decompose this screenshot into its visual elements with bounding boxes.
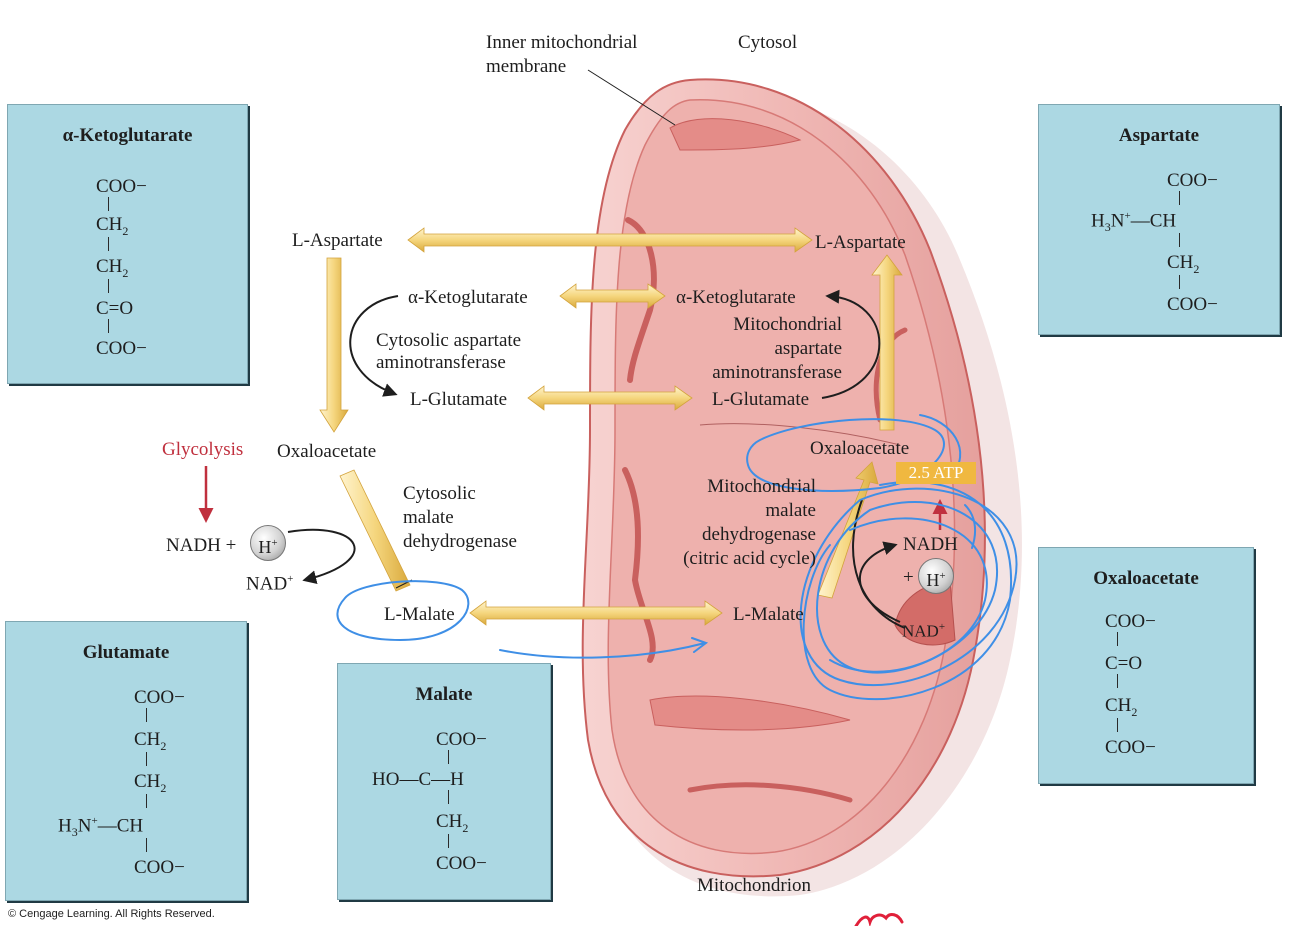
oxaloacetate-row-1: COO− xyxy=(1105,611,1156,632)
malate-row-3: CH2 xyxy=(436,811,469,835)
cyto-ast-enzyme-line2: aminotransferase xyxy=(376,352,506,373)
cyto-malate-label: L-Malate xyxy=(384,604,455,625)
oxaloacetate-structure-box: Oxaloacetate COO− C=O CH2 COO− xyxy=(1038,547,1254,784)
malate-row-4: COO− xyxy=(436,853,487,874)
akg-transport-arrow xyxy=(559,283,666,309)
aspartate-row-1: COO− xyxy=(1167,170,1218,191)
akg-row-1: COO− xyxy=(96,176,147,197)
mito-ast-enzyme-line3: aminotransferase xyxy=(712,362,842,383)
mito-mdh-nadh-curve-arrow xyxy=(858,541,901,623)
mito-malate-label: L-Malate xyxy=(733,604,804,625)
cyto-oxaloacetate-label: Oxaloacetate xyxy=(277,441,377,462)
malate-structure-box: Malate COO− HO—C—H CH2 COO− xyxy=(337,663,551,900)
mito-nadh-label: NADH xyxy=(903,534,958,555)
mito-mdh-enzyme-line1: Mitochondrial xyxy=(707,476,816,497)
glutamate-row-4: H3N+—CH xyxy=(58,815,144,840)
cyto-proton-text: H+ xyxy=(258,537,278,557)
akg-row-3: CH2 xyxy=(96,256,129,280)
mito-proton-ion: H+ xyxy=(918,558,954,594)
malate-structure-title: Malate xyxy=(415,684,473,705)
cytosol-label: Cytosol xyxy=(738,32,798,53)
glutamate-transport-arrow xyxy=(527,385,693,411)
glutamate-row-1: COO− xyxy=(134,687,185,708)
glutamate-row-3: CH2 xyxy=(134,771,167,795)
handwritten-annotations xyxy=(336,414,1018,701)
mito-oxaloacetate-to-aspartate-arrow xyxy=(871,254,903,431)
cyto-akg-label: α-Ketoglutarate xyxy=(408,287,528,308)
crista-right-1 xyxy=(873,327,908,423)
aspartate-transport-arrow xyxy=(407,227,813,253)
mitochondrion-label: Mitochondrion xyxy=(697,875,811,896)
mito-aspartate-label: L-Aspartate xyxy=(815,232,906,253)
membrane-pointer-line xyxy=(587,69,676,126)
glycolysis-label: Glycolysis xyxy=(162,439,244,460)
akg-row-4: C=O xyxy=(96,298,134,319)
aspartate-structure-title: Aspartate xyxy=(1118,125,1200,146)
malate-row-2: HO—C—H xyxy=(372,769,464,790)
cyto-ast-enzyme-line1: Cytosolic aspartate xyxy=(376,330,522,351)
cyto-proton-ion: H+ xyxy=(250,525,286,561)
akg-row-5: COO− xyxy=(96,338,147,359)
oxaloacetate-row-3: CH2 xyxy=(1105,695,1138,719)
akg-structure-title: α-Ketoglutarate xyxy=(62,125,193,146)
cyto-mdh-enzyme-line1: Cytosolic xyxy=(403,483,476,504)
cyto-glutamate-label: L-Glutamate xyxy=(410,389,508,410)
membrane-label-line2: membrane xyxy=(486,56,567,77)
cyto-oxaloacetate-to-malate-arrow xyxy=(339,469,413,592)
glutamate-structure-box: Glutamate COO− CH2 CH2 H3N+—CH COO− xyxy=(5,621,247,901)
copyright-notice: © Cengage Learning. All Rights Reserved. xyxy=(8,908,215,920)
mito-mdh-enzyme-line3: dehydrogenase xyxy=(702,524,816,545)
cyto-nadh-label: NADH + xyxy=(166,535,237,556)
akg-structure-box: α-Ketoglutarate COO− CH2 CH2 C=O COO− xyxy=(7,104,248,384)
oxaloacetate-row-2: C=O xyxy=(1105,653,1143,674)
crista-bottom xyxy=(649,695,851,731)
mito-mdh-enzyme-line4: (citric acid cycle) xyxy=(683,548,816,569)
atp-yield-badge: 2.5 ATP xyxy=(896,462,976,484)
aspartate-row-4: COO− xyxy=(1167,294,1218,315)
glutamate-structure-title: Glutamate xyxy=(82,642,170,663)
cyto-aspartate-label: L-Aspartate xyxy=(292,230,383,251)
cyto-nad-label: NAD+ xyxy=(246,573,294,595)
oxaloacetate-row-4: COO− xyxy=(1105,737,1156,758)
crista-top xyxy=(669,118,802,151)
mito-ast-curve-arrow xyxy=(821,289,881,399)
mito-nad-label: NAD+ xyxy=(902,621,946,641)
crista-left-2 xyxy=(622,467,656,663)
glutamate-row-2: CH2 xyxy=(134,729,167,753)
crista-bottom-2 xyxy=(687,782,853,803)
oxaloacetate-structure-title: Oxaloacetate xyxy=(1093,568,1199,589)
cyto-mdh-enzyme-line2: malate xyxy=(403,507,454,528)
mito-ast-enzyme-line2: aspartate xyxy=(774,338,842,359)
glutamate-row-5: COO− xyxy=(134,857,185,878)
mito-mdh-enzyme-line2: malate xyxy=(765,500,816,521)
cyto-aspartate-to-oxaloacetate-arrow xyxy=(319,257,349,433)
malate-row-1: COO− xyxy=(436,729,487,750)
mito-proton-plus: + xyxy=(903,567,914,588)
cyto-ast-curve-arrow xyxy=(349,295,399,397)
mitochondrion-matrix xyxy=(607,99,956,855)
akg-row-2: CH2 xyxy=(96,214,129,238)
mito-oxaloacetate-label: Oxaloacetate xyxy=(810,438,910,459)
membrane-label-line1: Inner mitochondrial xyxy=(486,32,638,53)
mito-ast-enzyme-line1: Mitochondrial xyxy=(733,314,842,335)
mito-proton-text: H+ xyxy=(926,570,946,590)
aspartate-structure-box: Aspartate COO− H3N+—CH CH2 COO− xyxy=(1038,104,1280,335)
cyto-mdh-nad-curve-arrow xyxy=(287,528,356,585)
mito-glutamate-label: L-Glutamate xyxy=(712,389,810,410)
cyto-mdh-enzyme-line3: dehydrogenase xyxy=(403,531,517,552)
aspartate-row-3: CH2 xyxy=(1167,252,1200,276)
mito-akg-label: α-Ketoglutarate xyxy=(676,287,796,308)
malate-transport-arrow xyxy=(469,600,723,626)
aspartate-row-2: H3N+—CH xyxy=(1091,210,1177,235)
